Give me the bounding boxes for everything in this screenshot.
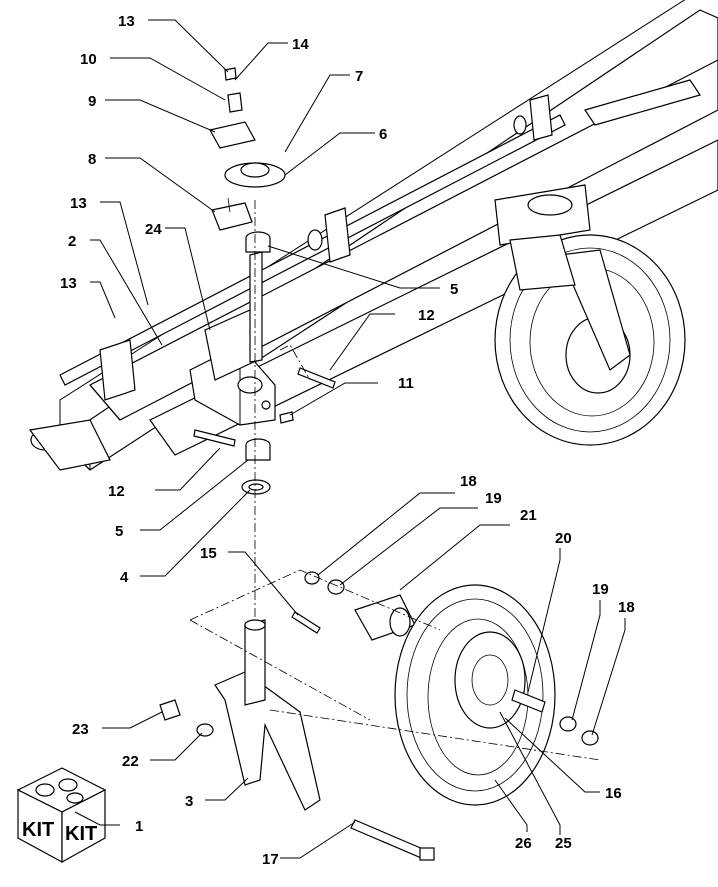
callout-26: 26 bbox=[515, 835, 532, 852]
callout-18-lower: 18 bbox=[618, 599, 635, 616]
callout-13-top: 13 bbox=[118, 13, 135, 30]
callout-13-middle: 13 bbox=[70, 195, 87, 212]
callout-6: 6 bbox=[379, 126, 387, 143]
callout-24: 24 bbox=[145, 221, 162, 238]
callout-22: 22 bbox=[122, 753, 139, 770]
kit-label-left: KIT bbox=[22, 819, 54, 841]
callout-20: 20 bbox=[555, 530, 572, 547]
callout-5-upper: 5 bbox=[450, 281, 458, 298]
right-wheel-assembly bbox=[494, 184, 686, 446]
top-plate-stack bbox=[209, 67, 286, 231]
callout-16: 16 bbox=[605, 785, 622, 802]
callout-15: 15 bbox=[200, 545, 217, 562]
callout-13-lower: 13 bbox=[60, 275, 77, 292]
kit-box-icon: KIT KIT bbox=[16, 767, 107, 864]
callout-labels: 13 14 10 7 9 6 8 13 24 2 13 5 12 11 12 1… bbox=[60, 13, 635, 868]
caster-mount-assembly bbox=[189, 231, 336, 495]
leader-lines bbox=[74, 19, 626, 859]
lower-fork-wheel-exploded bbox=[159, 200, 601, 861]
kit-label-right: KIT bbox=[65, 823, 97, 845]
callout-9: 9 bbox=[88, 93, 96, 110]
callout-12-right: 12 bbox=[418, 307, 435, 324]
callout-3: 3 bbox=[185, 793, 193, 810]
callout-19-upper: 19 bbox=[485, 490, 502, 507]
callout-1: 1 bbox=[135, 818, 143, 835]
callout-14: 14 bbox=[292, 36, 309, 53]
callout-5-lower: 5 bbox=[115, 523, 123, 540]
callout-10: 10 bbox=[80, 51, 97, 68]
callout-11: 11 bbox=[398, 375, 414, 392]
callout-4: 4 bbox=[120, 569, 129, 586]
callout-8: 8 bbox=[88, 151, 96, 168]
callout-12-left: 12 bbox=[108, 483, 125, 500]
callout-23: 23 bbox=[72, 721, 89, 738]
callout-18-upper: 18 bbox=[460, 473, 477, 490]
callout-19-lower: 19 bbox=[592, 581, 609, 598]
callout-7: 7 bbox=[355, 68, 363, 85]
callout-2: 2 bbox=[68, 233, 76, 250]
callout-25: 25 bbox=[555, 835, 572, 852]
callout-17: 17 bbox=[262, 851, 279, 868]
callout-21: 21 bbox=[520, 507, 537, 524]
